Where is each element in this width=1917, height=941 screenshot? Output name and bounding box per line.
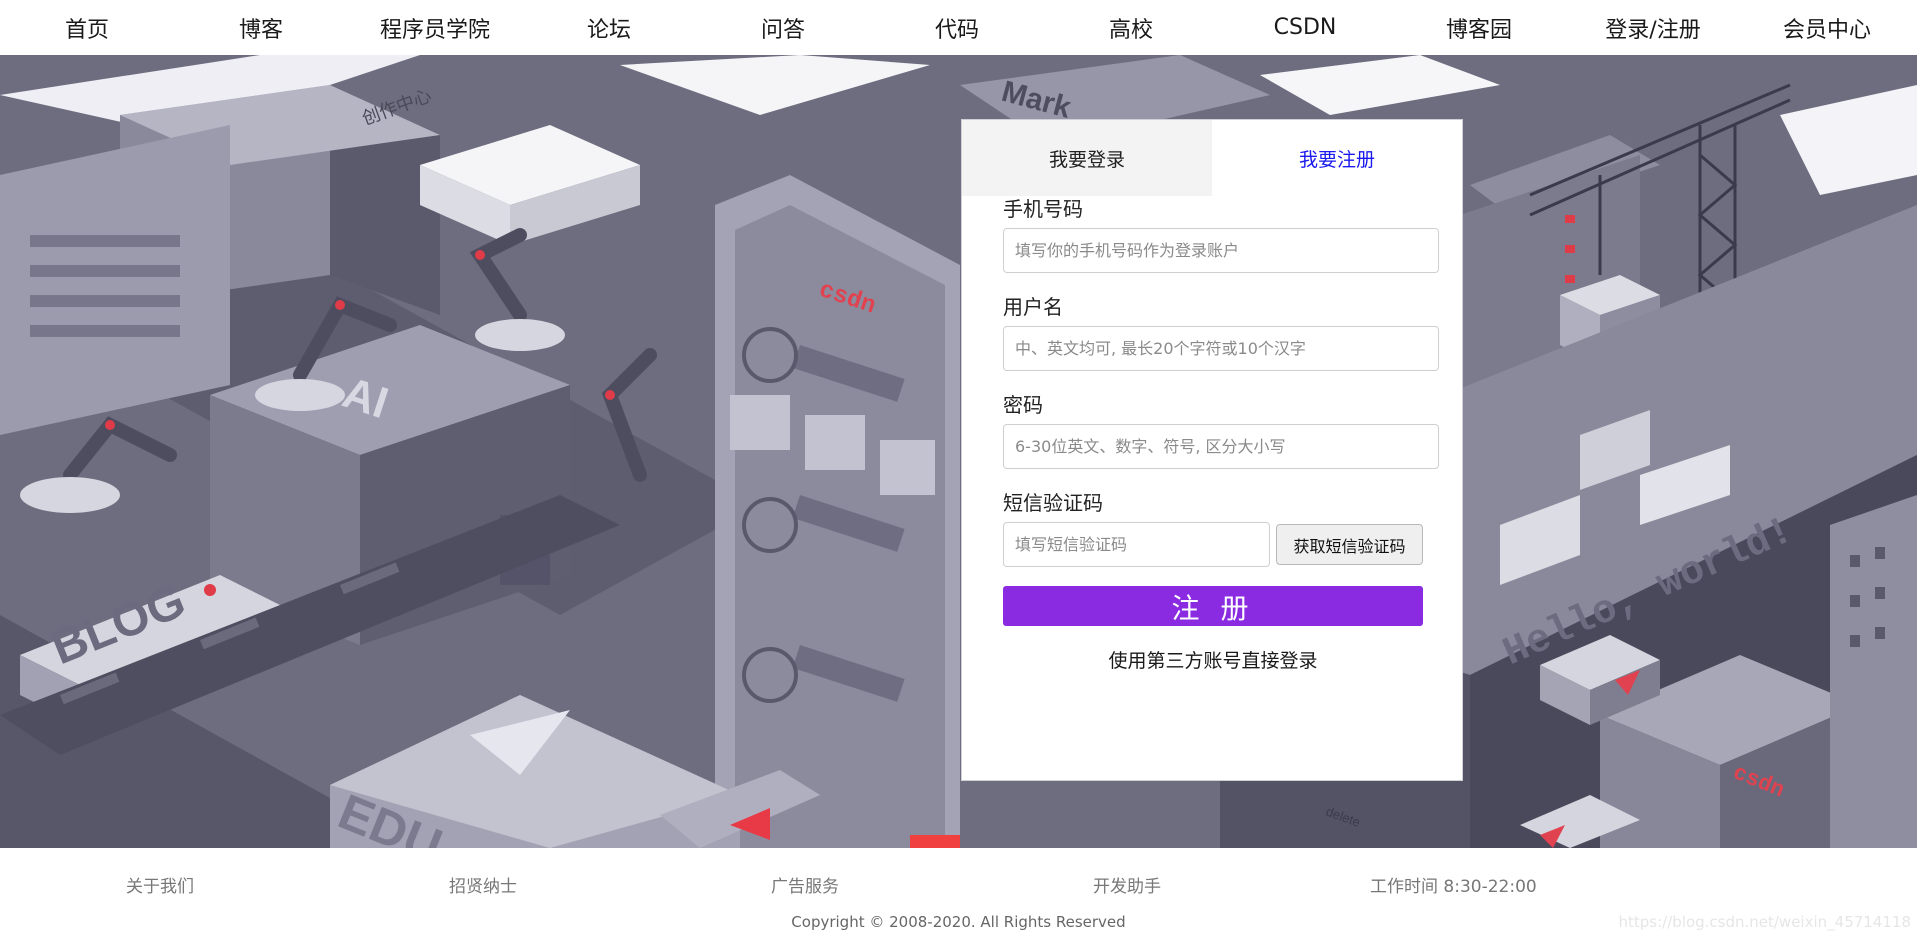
tab-register[interactable]: 我要注册 [1212,120,1462,196]
nav-blog[interactable]: 博客 [238,17,283,43]
nav-code[interactable]: 代码 [934,17,979,43]
password-label: 密码 [1003,393,1043,417]
footer: 关于我们 招贤纳士 广告服务 开发助手 工作时间 8:30-22:00 Copy… [0,848,1917,941]
nav-csdn[interactable]: CSDN [1273,15,1337,40]
sms-code-label: 短信验证码 [1003,491,1103,515]
register-form: 手机号码 用户名 密码 短信验证码 获取短信验证码 注 册 使用第三方账号直接登… [1003,196,1439,673]
auth-tabs: 我要登录 我要注册 [962,120,1462,196]
username-label: 用户名 [1003,295,1063,319]
isometric-city-illustration: 创作中心 AI BLOG [0,55,1917,848]
footer-working-hours: 工作时间 8:30-22:00 [1370,877,1537,897]
phone-input[interactable] [1003,228,1439,273]
footer-link-dev-helper[interactable]: 开发助手 [1093,877,1161,897]
nav-academy[interactable]: 程序员学院 [379,17,490,43]
username-input[interactable] [1003,326,1439,371]
nav-cnblogs[interactable]: 博客园 [1445,17,1512,43]
get-sms-code-button[interactable]: 获取短信验证码 [1276,524,1423,565]
hero-illustration: 创作中心 AI BLOG [0,55,1917,848]
sms-code-input[interactable] [1003,522,1270,567]
footer-link-ads[interactable]: 广告服务 [771,877,839,897]
nav-member-center[interactable]: 会员中心 [1782,17,1871,43]
password-input[interactable] [1003,424,1439,469]
nav-university[interactable]: 高校 [1108,17,1153,43]
third-party-login-link[interactable]: 使用第三方账号直接登录 [1108,650,1318,672]
register-submit-button[interactable]: 注 册 [1003,586,1423,626]
nav-forum[interactable]: 论坛 [586,17,631,43]
tab-login[interactable]: 我要登录 [962,120,1212,196]
blog-watermark: https://blog.csdn.net/weixin_45714118 [1618,913,1911,931]
top-nav: 首页 博客 程序员学院 论坛 问答 代码 高校 CSDN 博客园 登录/注册 会… [0,0,1917,55]
nav-home[interactable]: 首页 [64,17,109,43]
nav-login-register[interactable]: 登录/注册 [1605,17,1701,43]
copyright-text: Copyright © 2008-2020. All Rights Reserv… [791,913,1126,931]
register-card: 我要登录 我要注册 手机号码 用户名 密码 短信验证码 获取短信验证码 注 册 … [961,119,1463,781]
phone-label: 手机号码 [1003,197,1083,221]
footer-link-about[interactable]: 关于我们 [126,877,194,897]
footer-link-careers[interactable]: 招贤纳士 [449,877,517,897]
sms-code-row: 获取短信验证码 [1003,522,1439,567]
nav-qa[interactable]: 问答 [760,17,805,43]
